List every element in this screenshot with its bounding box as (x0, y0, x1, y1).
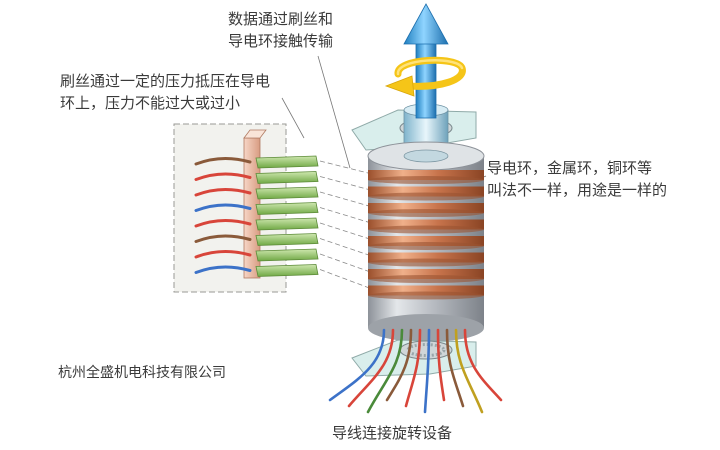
guide-line (319, 253, 377, 275)
output-wire (454, 328, 484, 414)
guide-line (319, 191, 377, 209)
label-wire-connection: 导线连接旋转设备 (332, 424, 453, 442)
brush-wire (194, 219, 252, 228)
brush-wire (194, 172, 252, 181)
output-wire (366, 328, 404, 414)
guide-line (319, 222, 377, 242)
guide-line (319, 238, 377, 258)
brush-strip (255, 155, 319, 169)
copper-ring (368, 269, 484, 279)
ring-shadow (368, 176, 484, 184)
brush-wire (194, 265, 252, 274)
output-wire (436, 328, 446, 402)
label-data-transmission: 数据通过刷丝和 导电环接触传输 (228, 8, 333, 52)
brush-wire (194, 250, 252, 259)
output-wire (463, 328, 503, 402)
brush-strip (255, 217, 319, 231)
brush-wire (194, 188, 252, 197)
output-wire (445, 328, 465, 408)
output-wire (347, 328, 395, 408)
copper-ring (368, 203, 484, 213)
copper-ring (368, 285, 484, 296)
output-wire (385, 328, 413, 402)
ring-shadow (368, 209, 484, 217)
brush-strip (255, 264, 319, 277)
label-line: 导电环接触传输 (228, 32, 334, 50)
brush-strip (255, 186, 319, 200)
brush-strip (255, 233, 319, 246)
ring-shadow (368, 192, 484, 201)
brush-panel (173, 123, 319, 293)
copper-ring (368, 252, 484, 263)
ring-shadow (368, 275, 484, 283)
copper-ring (368, 236, 484, 246)
ring-shadow (368, 291, 484, 300)
brush-strip (255, 171, 319, 184)
label-line: 导电环，金属环，铜环等 (487, 159, 653, 177)
ring-shadow (368, 225, 484, 234)
label-conductive-ring: 导电环，金属环，铜环等 叫法不一样，用途是一样的 (487, 157, 667, 201)
guide-lines (319, 160, 377, 291)
guide-line (319, 207, 377, 225)
guide-line (319, 160, 377, 176)
brush-strip (255, 202, 319, 215)
label-brush-pressure: 刷丝通过一定的压力抵压在导电 环上，压力不能过大或过小 (60, 70, 270, 114)
guide-line (319, 269, 377, 291)
ring-shadow (368, 242, 484, 250)
ring-shadow (368, 258, 484, 267)
conductive-rings (368, 170, 484, 300)
brush-wire (194, 234, 252, 243)
output-wire (423, 328, 431, 414)
label-line: 数据通过刷丝和 (228, 10, 334, 28)
slip-ring-body (367, 141, 485, 342)
brush-wire (194, 157, 252, 166)
label-line: 环上，压力不能过大或过小 (60, 94, 241, 112)
label-line: 刷丝通过一定的压力抵压在导电 (60, 72, 271, 90)
guide-line (319, 176, 377, 192)
copper-ring (368, 219, 484, 230)
brush-wire (194, 203, 252, 212)
bottom-wires (328, 328, 503, 414)
label-line: 叫法不一样，用途是一样的 (487, 181, 668, 199)
brush-strip (255, 248, 319, 262)
rotation-arrow-icon (384, 56, 466, 97)
output-wire (404, 328, 422, 408)
company-name: 杭州全盛机电科技有限公司 (58, 365, 226, 381)
copper-ring (368, 170, 484, 180)
copper-ring (368, 186, 484, 197)
output-wire (328, 328, 386, 402)
